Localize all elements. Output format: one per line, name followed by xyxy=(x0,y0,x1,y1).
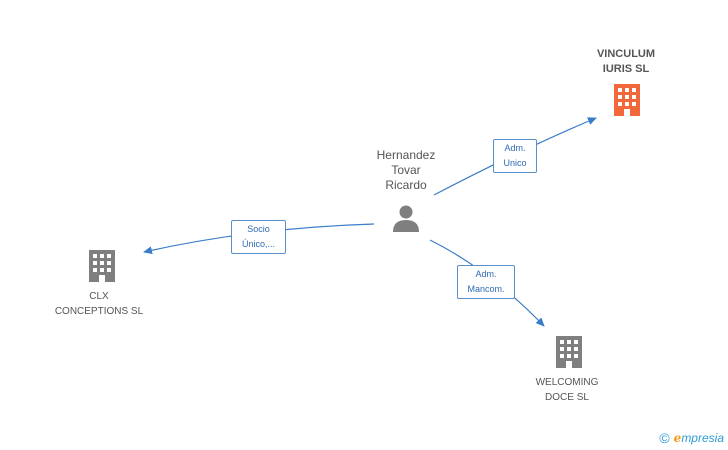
brand-logo: © empresia xyxy=(659,430,724,446)
relation-line-2: Unico xyxy=(503,158,527,168)
relation-line-2: Único,... xyxy=(241,239,275,249)
relation-line-1: Adm. xyxy=(475,269,497,279)
relation-line-1: Socio xyxy=(247,224,270,234)
relation-line-2: Mancom. xyxy=(467,284,505,294)
company-name-vinculum[interactable]: VINCULUM IURIS SL xyxy=(596,48,656,75)
brand-name: mpresia xyxy=(681,431,724,445)
relation-label-welcoming: Adm. Mancom. xyxy=(457,265,515,299)
building-icon[interactable] xyxy=(89,250,115,282)
company-name-welcoming[interactable]: WELCOMING DOCE SL xyxy=(535,377,599,403)
building-icon[interactable] xyxy=(614,84,640,116)
person-name[interactable]: Hernandez Tovar Ricardo xyxy=(376,148,436,192)
company-name-clx[interactable]: CLX CONCEPTIONS SL xyxy=(54,291,144,317)
person-icon[interactable] xyxy=(393,205,419,233)
relation-label-vinculum: Adm. Unico xyxy=(493,139,537,173)
copyright-icon: © xyxy=(659,430,670,446)
relation-label-clx: Socio Único,... xyxy=(231,220,286,254)
brand-initial: e xyxy=(673,431,682,445)
building-icon[interactable] xyxy=(556,336,582,368)
relation-line-1: Adm. xyxy=(504,143,526,153)
